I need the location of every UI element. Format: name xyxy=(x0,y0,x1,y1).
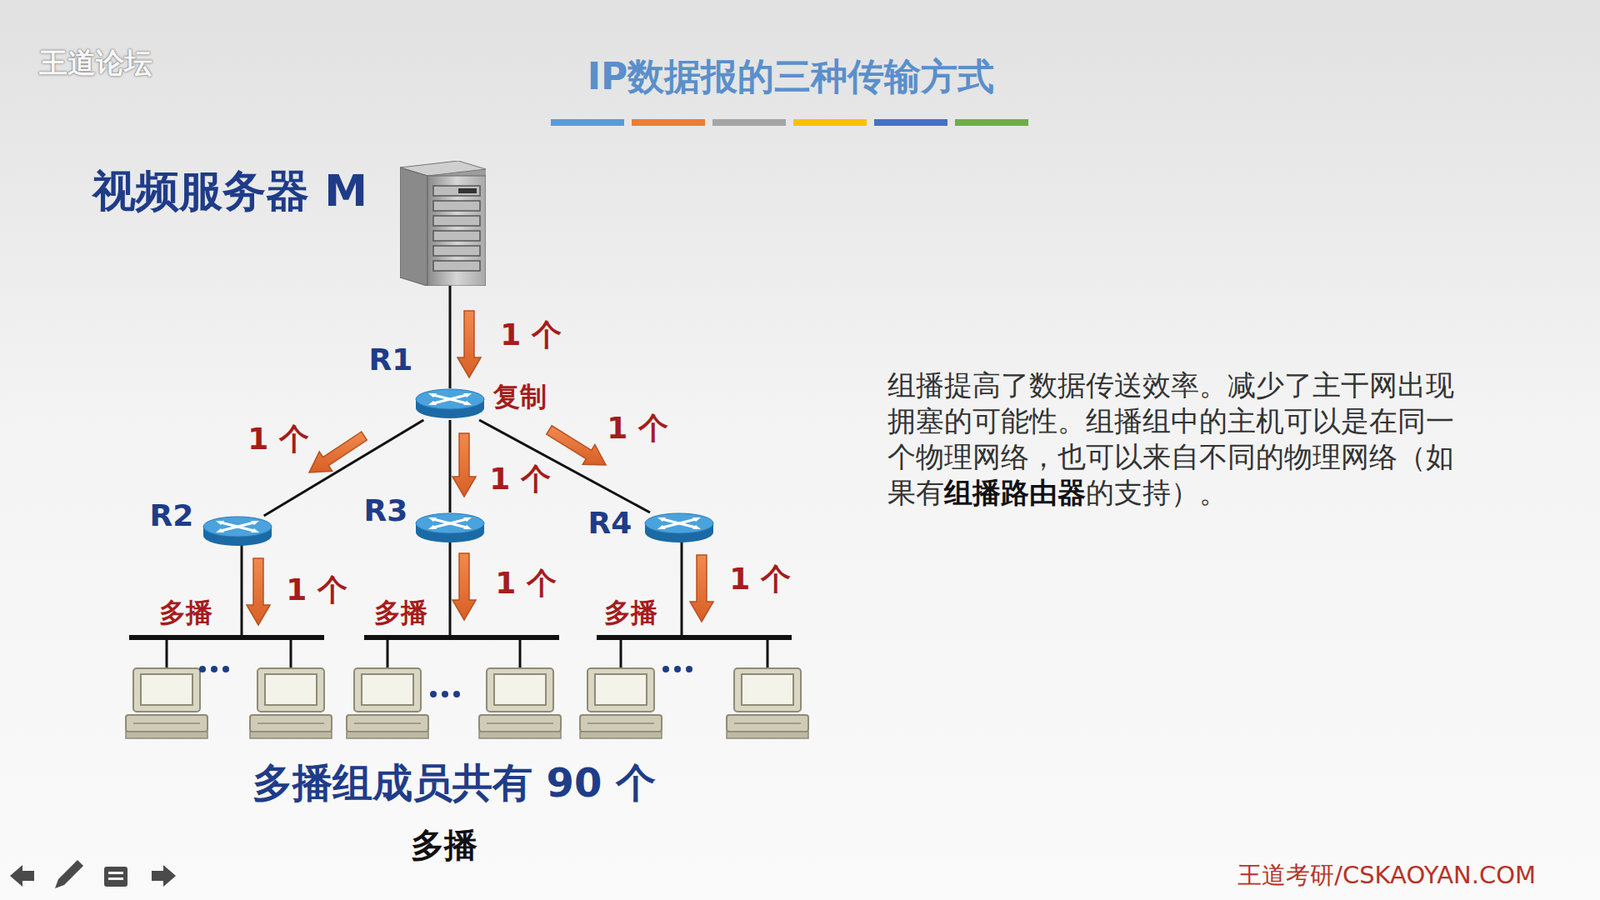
watermark: 王道论坛 xyxy=(39,44,153,83)
server-label: 视频服务器 M xyxy=(92,162,368,221)
router-icon xyxy=(644,512,715,545)
member-count: 多播组成员共有 90 个 xyxy=(252,756,656,810)
flow-arrow xyxy=(457,310,481,378)
packet-count: 1 个 xyxy=(489,459,551,500)
multicast-label: 多播 xyxy=(374,595,428,632)
flow-arrow xyxy=(309,431,367,473)
router-icon xyxy=(415,388,485,420)
router-label: R4 xyxy=(588,505,633,540)
packet-count: 1 个 xyxy=(729,559,791,600)
nav-icons xyxy=(10,860,176,889)
router-label: R1 xyxy=(369,342,414,377)
slide-title: IP数据报的三种传输方式 xyxy=(587,52,995,102)
footer-brand: 王道考研/CSKAOYAN.COM xyxy=(1237,859,1536,893)
lan-bus xyxy=(129,541,792,669)
emphasis-text: 组播路由器 xyxy=(944,475,1086,510)
router: R4 xyxy=(644,512,715,545)
router-icon xyxy=(202,515,273,548)
flow-arrow xyxy=(690,555,714,622)
flow-arrow xyxy=(246,558,270,625)
router: R3 xyxy=(415,512,485,545)
router-label: R2 xyxy=(150,498,195,533)
packet-count: 1 个 xyxy=(247,419,310,460)
router-label: R3 xyxy=(364,493,409,528)
title-color-bar xyxy=(550,119,1029,126)
flow-arrow xyxy=(546,425,606,465)
ellipsis-dots xyxy=(199,665,693,698)
router-icon xyxy=(415,512,485,545)
server-icon xyxy=(400,160,486,286)
network-link xyxy=(449,420,452,513)
network-link xyxy=(449,285,452,389)
diagram-caption: 多播 xyxy=(410,822,478,869)
multicast-label: 多播 xyxy=(604,595,658,632)
router: R1 xyxy=(415,388,485,420)
flow-arrow xyxy=(246,310,714,625)
note-text: 的支持）。 xyxy=(1085,475,1228,510)
video-server: 视频服务器 M xyxy=(400,160,486,286)
multicast-label: 多播 xyxy=(159,595,213,632)
router: R2 xyxy=(202,515,273,548)
copy-note: 复制 xyxy=(493,379,547,416)
host-computer xyxy=(125,668,809,739)
flow-arrow xyxy=(452,553,476,620)
explanation-text: 组播提高了数据传送效率。减少了主干网出现拥塞的可能性。组播组中的主机可以是在同一… xyxy=(887,367,1471,511)
packet-count: 1 个 xyxy=(606,408,669,450)
flow-arrow xyxy=(452,433,476,497)
packet-count: 1 个 xyxy=(285,570,348,611)
packet-count: 1 个 xyxy=(500,315,562,356)
packet-count: 1 个 xyxy=(495,563,557,605)
